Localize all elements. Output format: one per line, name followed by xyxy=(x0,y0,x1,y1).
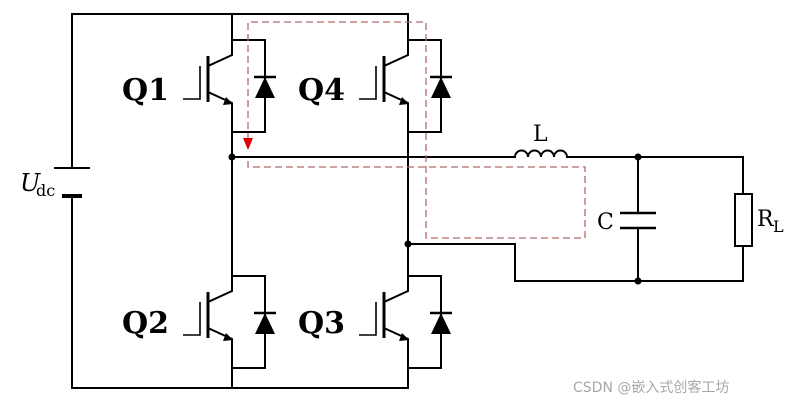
switch-q4: Q4 xyxy=(298,39,452,133)
q2-label: Q2 xyxy=(122,306,169,341)
switch-q2: Q2 xyxy=(122,275,276,369)
switch-q1: Q1 xyxy=(122,39,276,133)
source-label: U xyxy=(20,169,41,197)
current-path xyxy=(243,21,586,239)
load-label: R xyxy=(757,207,775,232)
output-filter: L C R L xyxy=(231,122,784,285)
watermark: CSDN @嵌入式创客工坊 xyxy=(573,379,729,396)
q4-label: Q4 xyxy=(298,73,345,108)
current-arrow xyxy=(243,138,253,150)
leg-b-wiring xyxy=(404,13,412,389)
dc-bus xyxy=(71,13,409,389)
load-label-sub: L xyxy=(773,217,784,236)
switch-q3: Q3 xyxy=(298,275,452,369)
inductor-coil xyxy=(513,149,569,159)
load-resistor xyxy=(734,193,753,247)
dc-source: U dc xyxy=(20,167,90,200)
current-path-dashed xyxy=(247,21,586,239)
return-wire-b xyxy=(407,243,744,282)
inductor-label: L xyxy=(533,122,548,147)
capacitor-label: C xyxy=(597,210,614,235)
q1-label: Q1 xyxy=(122,73,169,108)
q3-label: Q3 xyxy=(298,306,345,341)
leg-a-wiring xyxy=(228,13,236,389)
source-label-sub: dc xyxy=(36,181,55,200)
